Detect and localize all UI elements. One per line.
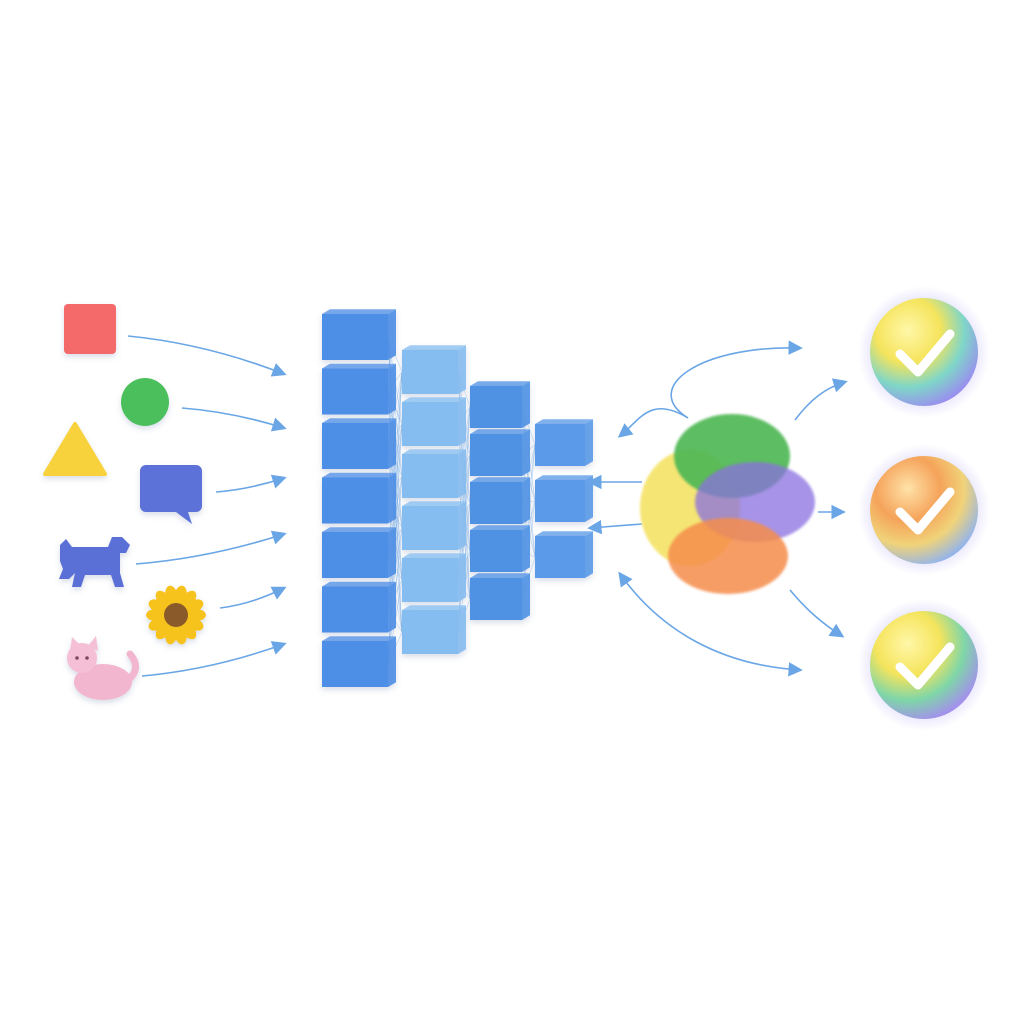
network-node xyxy=(402,345,466,394)
output-orbs xyxy=(858,286,990,731)
dog-icon xyxy=(59,537,130,587)
network-node xyxy=(322,309,396,360)
network-node xyxy=(322,363,396,415)
input-arrows xyxy=(127,335,287,677)
output-orb-3 xyxy=(858,599,990,731)
orange-blob xyxy=(668,518,788,594)
network-node xyxy=(322,527,396,578)
cat-icon xyxy=(67,636,139,700)
network-node xyxy=(402,449,466,498)
network-node xyxy=(470,573,530,620)
network-node xyxy=(322,418,396,469)
triangle-icon xyxy=(43,422,107,476)
network-node xyxy=(535,419,593,466)
network-node xyxy=(322,472,396,524)
network-node xyxy=(322,581,396,633)
checkmark-icon xyxy=(895,487,955,535)
network-node xyxy=(470,429,530,476)
cluster-blobs xyxy=(640,414,815,594)
network-node xyxy=(402,605,466,654)
network-node xyxy=(470,381,530,428)
sunflower-icon xyxy=(146,585,206,645)
speech-bubble-icon xyxy=(140,465,202,524)
cluster-to-output-arrows xyxy=(789,378,848,638)
circle-icon xyxy=(121,378,169,426)
output-orb-1 xyxy=(858,286,990,418)
square-icon xyxy=(64,304,116,354)
network-node xyxy=(535,475,593,522)
network-node xyxy=(402,553,466,602)
network-node xyxy=(535,531,593,578)
network-node xyxy=(402,397,466,446)
network-node xyxy=(322,636,396,687)
network-node xyxy=(402,501,466,550)
input-icons xyxy=(43,304,206,700)
network-node xyxy=(470,477,530,524)
output-orb-2 xyxy=(858,444,990,576)
checkmark-icon xyxy=(895,642,955,690)
network-node xyxy=(470,525,530,572)
checkmark-icon xyxy=(895,329,955,377)
neural-network-layers xyxy=(322,309,593,687)
network-to-cluster-arrows xyxy=(587,340,803,677)
